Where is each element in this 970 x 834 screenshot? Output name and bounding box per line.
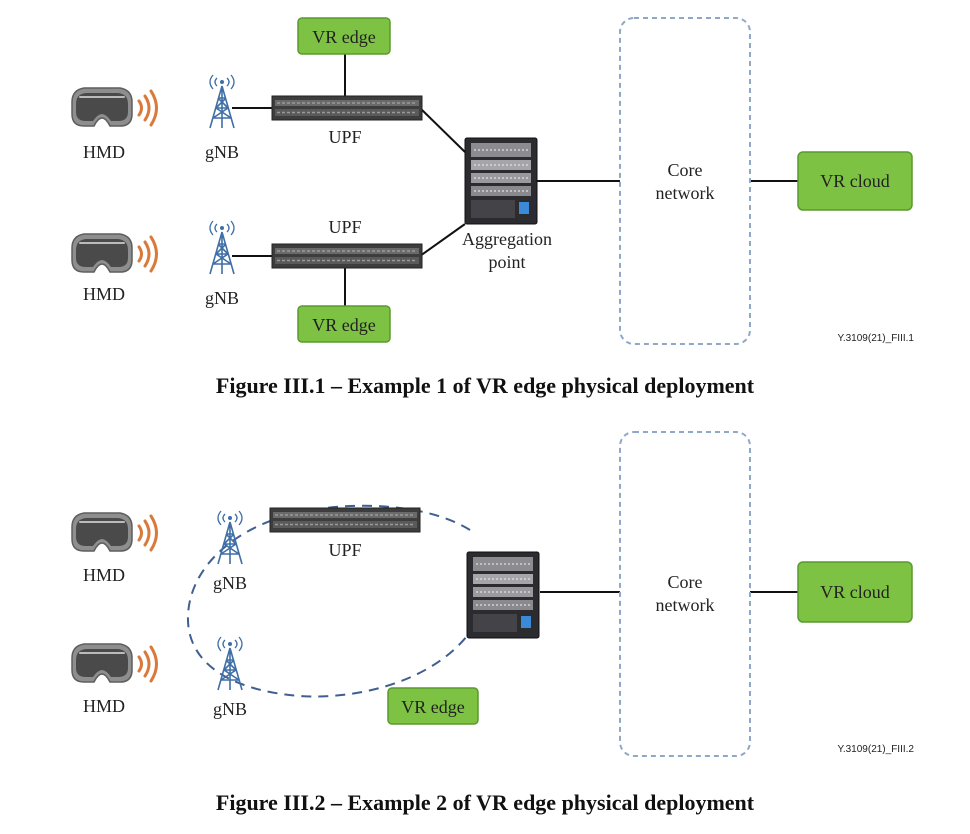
upf-switch-icon: [269, 507, 421, 533]
core-network-label-line1: Core: [668, 160, 703, 180]
router-chassis-icon: [466, 551, 540, 639]
gnb-label: gNB: [213, 699, 247, 719]
link-upf-agg-1: [419, 107, 466, 153]
figure-code: Y.3109(21)_FIII.1: [837, 333, 914, 344]
hmd-label: HMD: [83, 284, 125, 304]
upf-label: UPF: [328, 540, 361, 560]
radio-waves-icon: [137, 235, 158, 273]
figure-1-caption: Figure III.1 – Example 1 of VR edge phys…: [215, 373, 755, 398]
upf-label: UPF: [328, 217, 361, 237]
figure-2-caption: Figure III.2 – Example 2 of VR edge phys…: [215, 790, 755, 815]
upf-switch-icon: [271, 95, 423, 121]
gnb-label: gNB: [213, 573, 247, 593]
figure-code: Y.3109(21)_FIII.2: [837, 744, 914, 755]
hmd-headset-icon: [71, 87, 133, 127]
vr-edge-box: [297, 17, 391, 55]
router-chassis-icon: [464, 137, 538, 225]
hmd-headset-icon: [71, 512, 133, 552]
core-network-label-line2: network: [656, 595, 715, 615]
hmd-label: HMD: [83, 142, 125, 162]
vr-cloud-label: VR cloud: [820, 582, 890, 602]
radio-waves-icon: [137, 514, 158, 552]
vr-edge-label: VR edge: [312, 315, 375, 335]
vr-cloud-label: VR cloud: [820, 171, 890, 191]
core-network-box: [619, 431, 751, 757]
hmd-label: HMD: [83, 696, 125, 716]
core-network-box: [619, 17, 751, 345]
upf-label: UPF: [328, 127, 361, 147]
vr-edge-label: VR edge: [312, 27, 375, 47]
vr-cloud-box: [797, 561, 913, 623]
vr-cloud-box: [797, 151, 913, 211]
vr-edge-box: [297, 305, 391, 343]
hmd-headset-icon: [71, 233, 133, 273]
cell-tower-icon: [209, 74, 235, 129]
aggregation-label-line2: point: [488, 252, 525, 272]
aggregation-label-line1: Aggregation: [462, 229, 552, 249]
core-network-label-line1: Core: [668, 572, 703, 592]
vr-edge-label: VR edge: [401, 697, 464, 717]
upf-switch-icon: [271, 243, 423, 269]
core-network-label-line2: network: [656, 183, 715, 203]
figure-2: HMD HMD gNB gNB UPF VR edge Core network…: [71, 431, 914, 757]
gnb-label: gNB: [205, 288, 239, 308]
radio-waves-icon: [137, 89, 158, 127]
link-upf-agg-2: [419, 223, 466, 257]
figure-1: HMD HMD gNB gNB UPF UPF VR edge VR edge …: [71, 17, 914, 345]
radio-waves-icon: [137, 645, 158, 683]
vr-edge-box: [387, 687, 479, 725]
connections-fig1: [232, 54, 798, 306]
hmd-label: HMD: [83, 565, 125, 585]
hmd-headset-icon: [71, 643, 133, 683]
cell-tower-icon: [209, 220, 235, 275]
gnb-label: gNB: [205, 142, 239, 162]
